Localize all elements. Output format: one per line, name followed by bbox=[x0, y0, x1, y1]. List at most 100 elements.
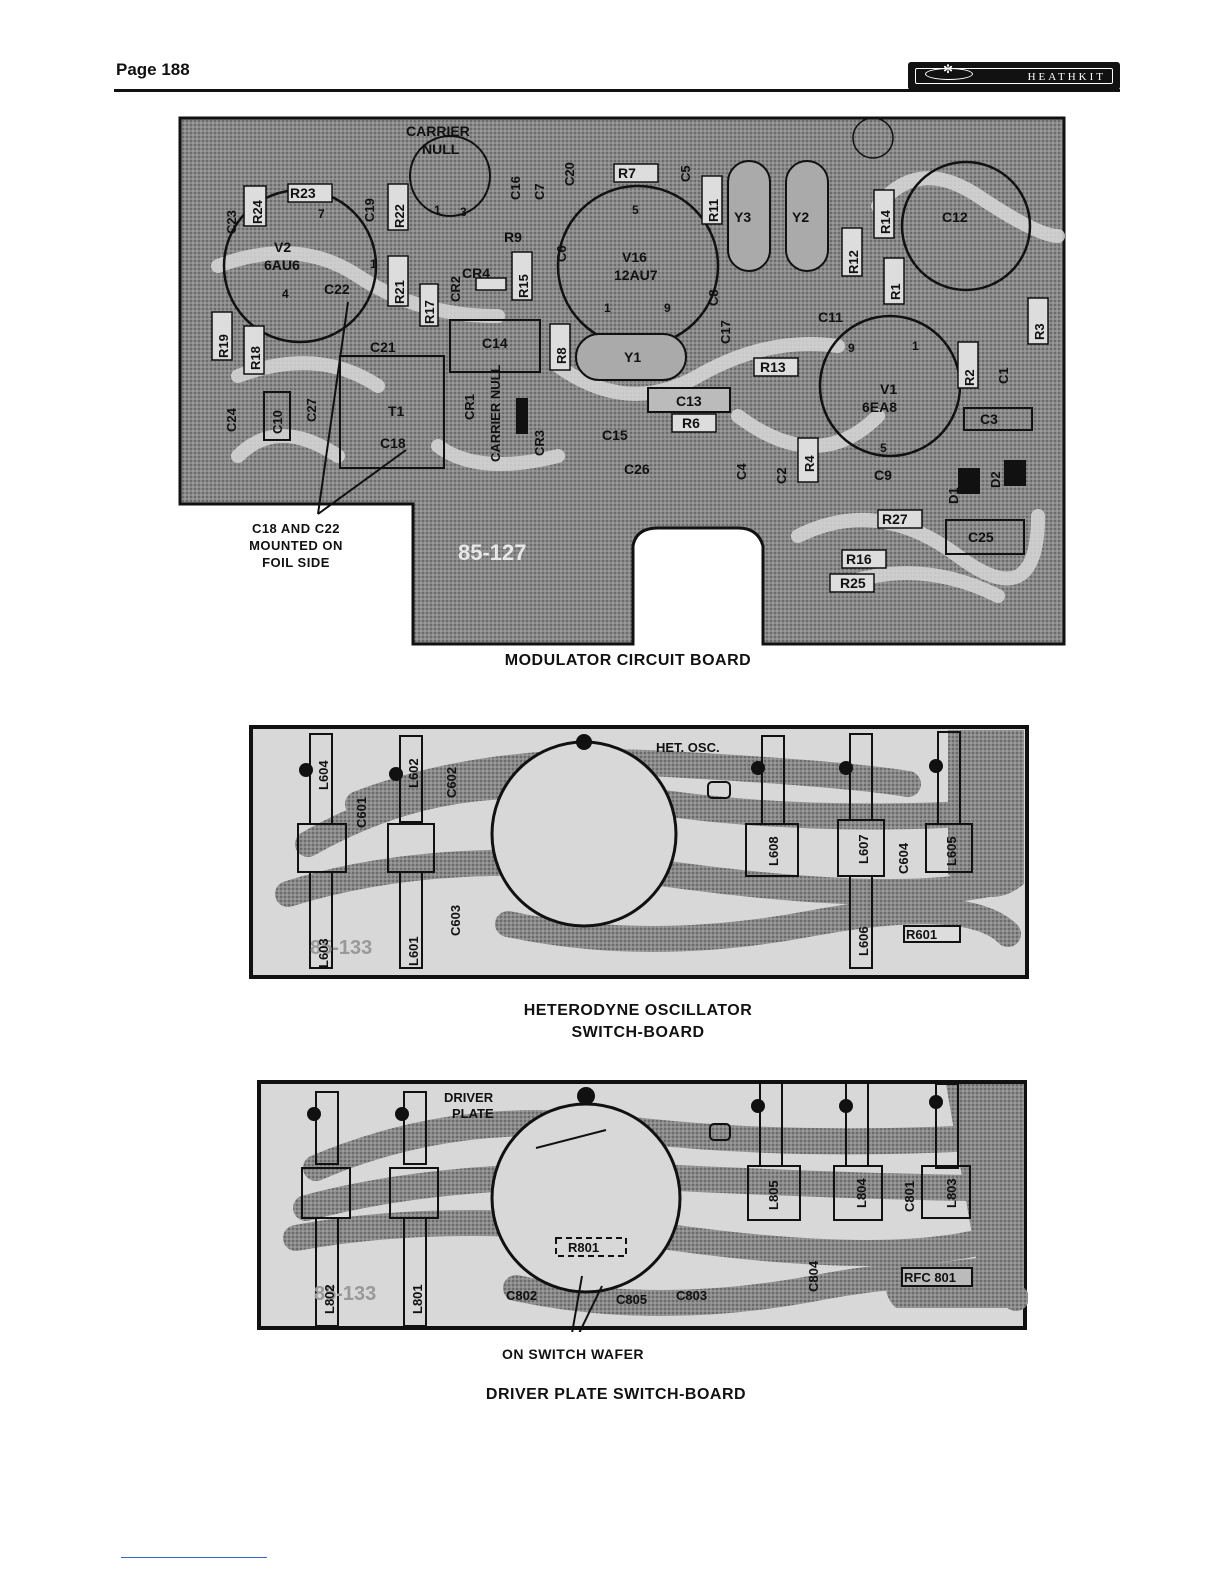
heterodyne-caption: HETERODYNE OSCILLATOR SWITCH-BOARD bbox=[400, 1000, 876, 1044]
label-CR1: CR1 bbox=[462, 394, 477, 420]
label-L801: L801 bbox=[410, 1284, 425, 1314]
label-V16-type: 12AU7 bbox=[614, 267, 658, 283]
label-C20: C20 bbox=[562, 162, 577, 186]
note-line-2: MOUNTED ON bbox=[249, 538, 343, 553]
modulator-note: C18 AND C22 MOUNTED ON FOIL SIDE bbox=[216, 520, 376, 571]
label-R801: R801 bbox=[568, 1240, 599, 1255]
label-C802: C802 bbox=[506, 1288, 537, 1303]
driver-note: ON SWITCH WAFER bbox=[501, 1346, 645, 1362]
label-CR3: CR3 bbox=[532, 430, 547, 456]
label-C24: C24 bbox=[224, 407, 239, 432]
pin-4: 4 bbox=[282, 287, 289, 301]
label-C602: C602 bbox=[444, 767, 459, 798]
label-C5: C5 bbox=[678, 165, 693, 182]
label-R25: R25 bbox=[840, 575, 866, 591]
label-L605: L605 bbox=[944, 836, 959, 866]
label-L606: L606 bbox=[856, 926, 871, 956]
pin-9b: 9 bbox=[848, 341, 855, 355]
label-C13: C13 bbox=[676, 393, 702, 409]
label-R14: R14 bbox=[878, 209, 893, 234]
label-C4: C4 bbox=[734, 463, 749, 480]
label-L804: L804 bbox=[854, 1178, 869, 1208]
label-V2: V2 bbox=[274, 239, 291, 255]
footer-link-underline bbox=[121, 1557, 267, 1558]
label-R11: R11 bbox=[706, 199, 721, 222]
label-RFC801: RFC 801 bbox=[904, 1270, 956, 1285]
het-osc-label: HET. OSC. bbox=[656, 740, 720, 755]
label-C19: C19 bbox=[362, 198, 377, 222]
label-L608: L608 bbox=[766, 836, 781, 866]
label-C6: C6 bbox=[554, 245, 569, 262]
label-C25: C25 bbox=[968, 529, 994, 545]
label-V1: V1 bbox=[880, 381, 897, 397]
pin-1c: 1 bbox=[604, 301, 611, 315]
label-C8: C8 bbox=[706, 289, 721, 306]
label-C805: C805 bbox=[616, 1292, 647, 1307]
label-C27: C27 bbox=[304, 398, 319, 422]
label-R23: R23 bbox=[290, 185, 316, 201]
pin-1: 1 bbox=[370, 257, 377, 271]
label-C603: C603 bbox=[448, 905, 463, 936]
label-C7: C7 bbox=[532, 183, 547, 200]
modulator-board-number: 85-127 bbox=[458, 540, 527, 565]
logo-text: HEATHKIT bbox=[915, 68, 1113, 84]
label-CR4: CR4 bbox=[462, 265, 490, 281]
label-C9: C9 bbox=[874, 467, 892, 483]
modulator-board: CARRIER NULL R23 R7 Y3 Y2 C12 V2 6AU6 C2… bbox=[178, 116, 1066, 646]
label-C10: C10 bbox=[270, 410, 285, 434]
modulator-board-drawing: CARRIER NULL R23 R7 Y3 Y2 C12 V2 6AU6 C2… bbox=[178, 116, 1066, 646]
carrier-null-label-1: CARRIER bbox=[406, 123, 470, 139]
label-R4: R4 bbox=[802, 455, 817, 472]
label-V2-type: 6AU6 bbox=[264, 257, 300, 273]
label-C601: C601 bbox=[354, 797, 369, 828]
het-board-number: 85-133 bbox=[310, 937, 372, 959]
driver-caption: DRIVER PLATE SWITCH-BOARD bbox=[485, 1386, 747, 1403]
driver-plate-label-2: PLATE bbox=[452, 1106, 494, 1121]
label-C16: C16 bbox=[508, 176, 523, 200]
label-R15: R15 bbox=[516, 274, 531, 298]
label-D1: D1 bbox=[946, 487, 961, 504]
label-carrier-null-vertical: CARRIER NULL bbox=[488, 364, 503, 462]
label-R12: R12 bbox=[846, 250, 861, 274]
label-C801: C801 bbox=[902, 1181, 917, 1212]
header-rule bbox=[114, 89, 1120, 92]
logo-ellipse-icon bbox=[925, 68, 973, 80]
label-R22: R22 bbox=[392, 204, 407, 228]
label-V16: V16 bbox=[622, 249, 647, 265]
label-Y3: Y3 bbox=[734, 209, 751, 225]
label-R13: R13 bbox=[760, 359, 786, 375]
heterodyne-board-drawing: HET. OSC. R601 85-133 L604 L602 C601 C60… bbox=[249, 725, 1029, 979]
modulator-caption: MODULATOR CIRCUIT BOARD bbox=[504, 652, 752, 669]
note-line-3: FOIL SIDE bbox=[262, 555, 330, 570]
label-R27: R27 bbox=[882, 511, 908, 527]
label-C15: C15 bbox=[602, 427, 628, 443]
page-number: Page 188 bbox=[116, 60, 190, 79]
label-R601: R601 bbox=[906, 927, 937, 942]
label-C11: C11 bbox=[818, 309, 843, 325]
label-C26: C26 bbox=[624, 461, 650, 477]
pin-5: 5 bbox=[632, 203, 639, 217]
label-R18: R18 bbox=[248, 346, 263, 370]
label-T1: T1 bbox=[388, 403, 405, 419]
label-R19: R19 bbox=[216, 334, 231, 358]
label-R2: R2 bbox=[962, 369, 977, 386]
label-C3: C3 bbox=[980, 411, 998, 427]
label-C21: C21 bbox=[370, 339, 396, 355]
pin-5b: 5 bbox=[880, 441, 887, 455]
label-L601: L601 bbox=[406, 936, 421, 966]
label-C17: C17 bbox=[718, 320, 733, 344]
label-R3: R3 bbox=[1032, 323, 1047, 340]
pin-7: 7 bbox=[318, 207, 325, 221]
label-C803: C803 bbox=[676, 1288, 707, 1303]
label-L803: L803 bbox=[944, 1178, 959, 1208]
label-C12: C12 bbox=[942, 209, 968, 225]
label-R24: R24 bbox=[250, 199, 265, 224]
label-C604: C604 bbox=[896, 842, 911, 874]
label-L802: L802 bbox=[322, 1284, 337, 1314]
label-CR2: CR2 bbox=[448, 276, 463, 302]
heterodyne-board: HET. OSC. R601 85-133 L604 L602 C601 C60… bbox=[248, 724, 1030, 980]
label-C2: C2 bbox=[774, 467, 789, 484]
carrier-null-label-2: NULL bbox=[422, 141, 460, 157]
label-L602: L602 bbox=[406, 758, 421, 788]
label-R1: R1 bbox=[888, 283, 903, 300]
